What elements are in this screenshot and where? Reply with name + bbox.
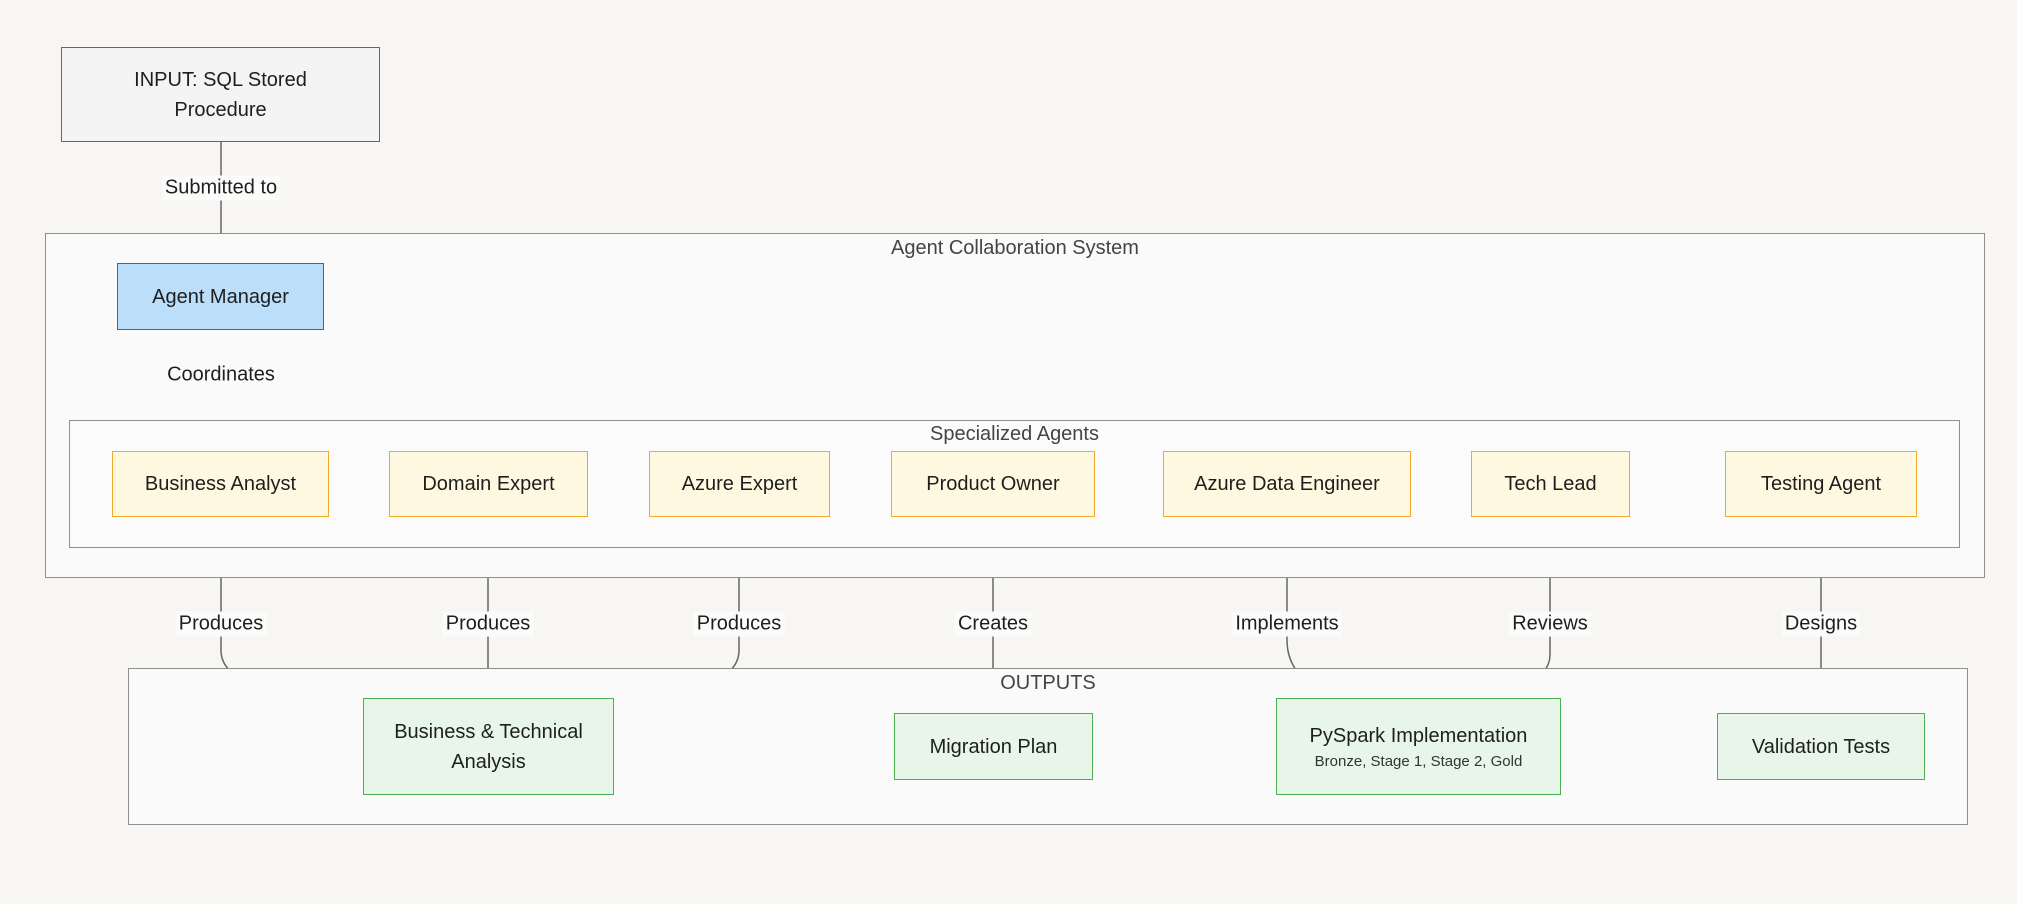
analysis-line1: Business & Technical <box>394 720 583 743</box>
testing-agent-node: Testing Agent <box>1725 451 1917 517</box>
edge-label-coordinates: Coordinates <box>164 362 278 388</box>
pyspark-subtitle: Bronze, Stage 1, Stage 2, Gold <box>1314 752 1523 770</box>
input-node-line1: INPUT: SQL Stored <box>134 68 307 91</box>
analysis-line2: Analysis <box>451 750 526 773</box>
outputs-title: OUTPUTS <box>1000 672 1096 694</box>
testing-agent-label: Testing Agent <box>1760 473 1882 495</box>
input-node-line2: Procedure <box>174 98 267 121</box>
edge-label-produces-1: Produces <box>175 611 267 637</box>
edge-label-implements: Implements <box>1232 611 1342 637</box>
business-analyst-label: Business Analyst <box>144 473 297 495</box>
azure-data-engineer-node: Azure Data Engineer <box>1163 451 1411 517</box>
pyspark-title: PySpark Implementation <box>1309 724 1528 747</box>
edge-label-produces-2: Produces <box>442 611 534 637</box>
edge-label-creates: Creates <box>954 611 1032 637</box>
azure-data-engineer-label: Azure Data Engineer <box>1194 473 1380 495</box>
tech-lead-label: Tech Lead <box>1504 473 1597 495</box>
agent-manager-label: Agent Manager <box>152 285 289 308</box>
azure-expert-label: Azure Expert <box>681 473 798 495</box>
pyspark-implementation-node: PySpark Implementation Bronze, Stage 1, … <box>1276 698 1561 795</box>
agent-manager-node: Agent Manager <box>117 263 324 330</box>
input-node: INPUT: SQL Stored Procedure <box>61 47 380 142</box>
migration-plan-label: Migration Plan <box>929 735 1058 758</box>
specialized-agents-title: Specialized Agents <box>929 423 1099 445</box>
validation-tests-label: Validation Tests <box>1751 735 1891 758</box>
azure-expert-node: Azure Expert <box>649 451 830 517</box>
migration-plan-node: Migration Plan <box>894 713 1093 780</box>
agent-collaboration-system-title: Agent Collaboration System <box>891 237 1139 259</box>
product-owner-label: Product Owner <box>926 473 1060 495</box>
edge-label-reviews: Reviews <box>1509 611 1591 637</box>
validation-tests-node: Validation Tests <box>1717 713 1925 780</box>
domain-expert-node: Domain Expert <box>389 451 588 517</box>
domain-expert-label: Domain Expert <box>422 473 555 495</box>
edge-label-produces-3: Produces <box>693 611 785 637</box>
product-owner-node: Product Owner <box>891 451 1095 517</box>
edge-label-submitted-to: Submitted to <box>161 175 281 201</box>
edge-label-designs: Designs <box>1781 611 1861 637</box>
business-analyst-node: Business Analyst <box>112 451 329 517</box>
business-technical-analysis-node: Business & Technical Analysis <box>363 698 614 795</box>
tech-lead-node: Tech Lead <box>1471 451 1630 517</box>
